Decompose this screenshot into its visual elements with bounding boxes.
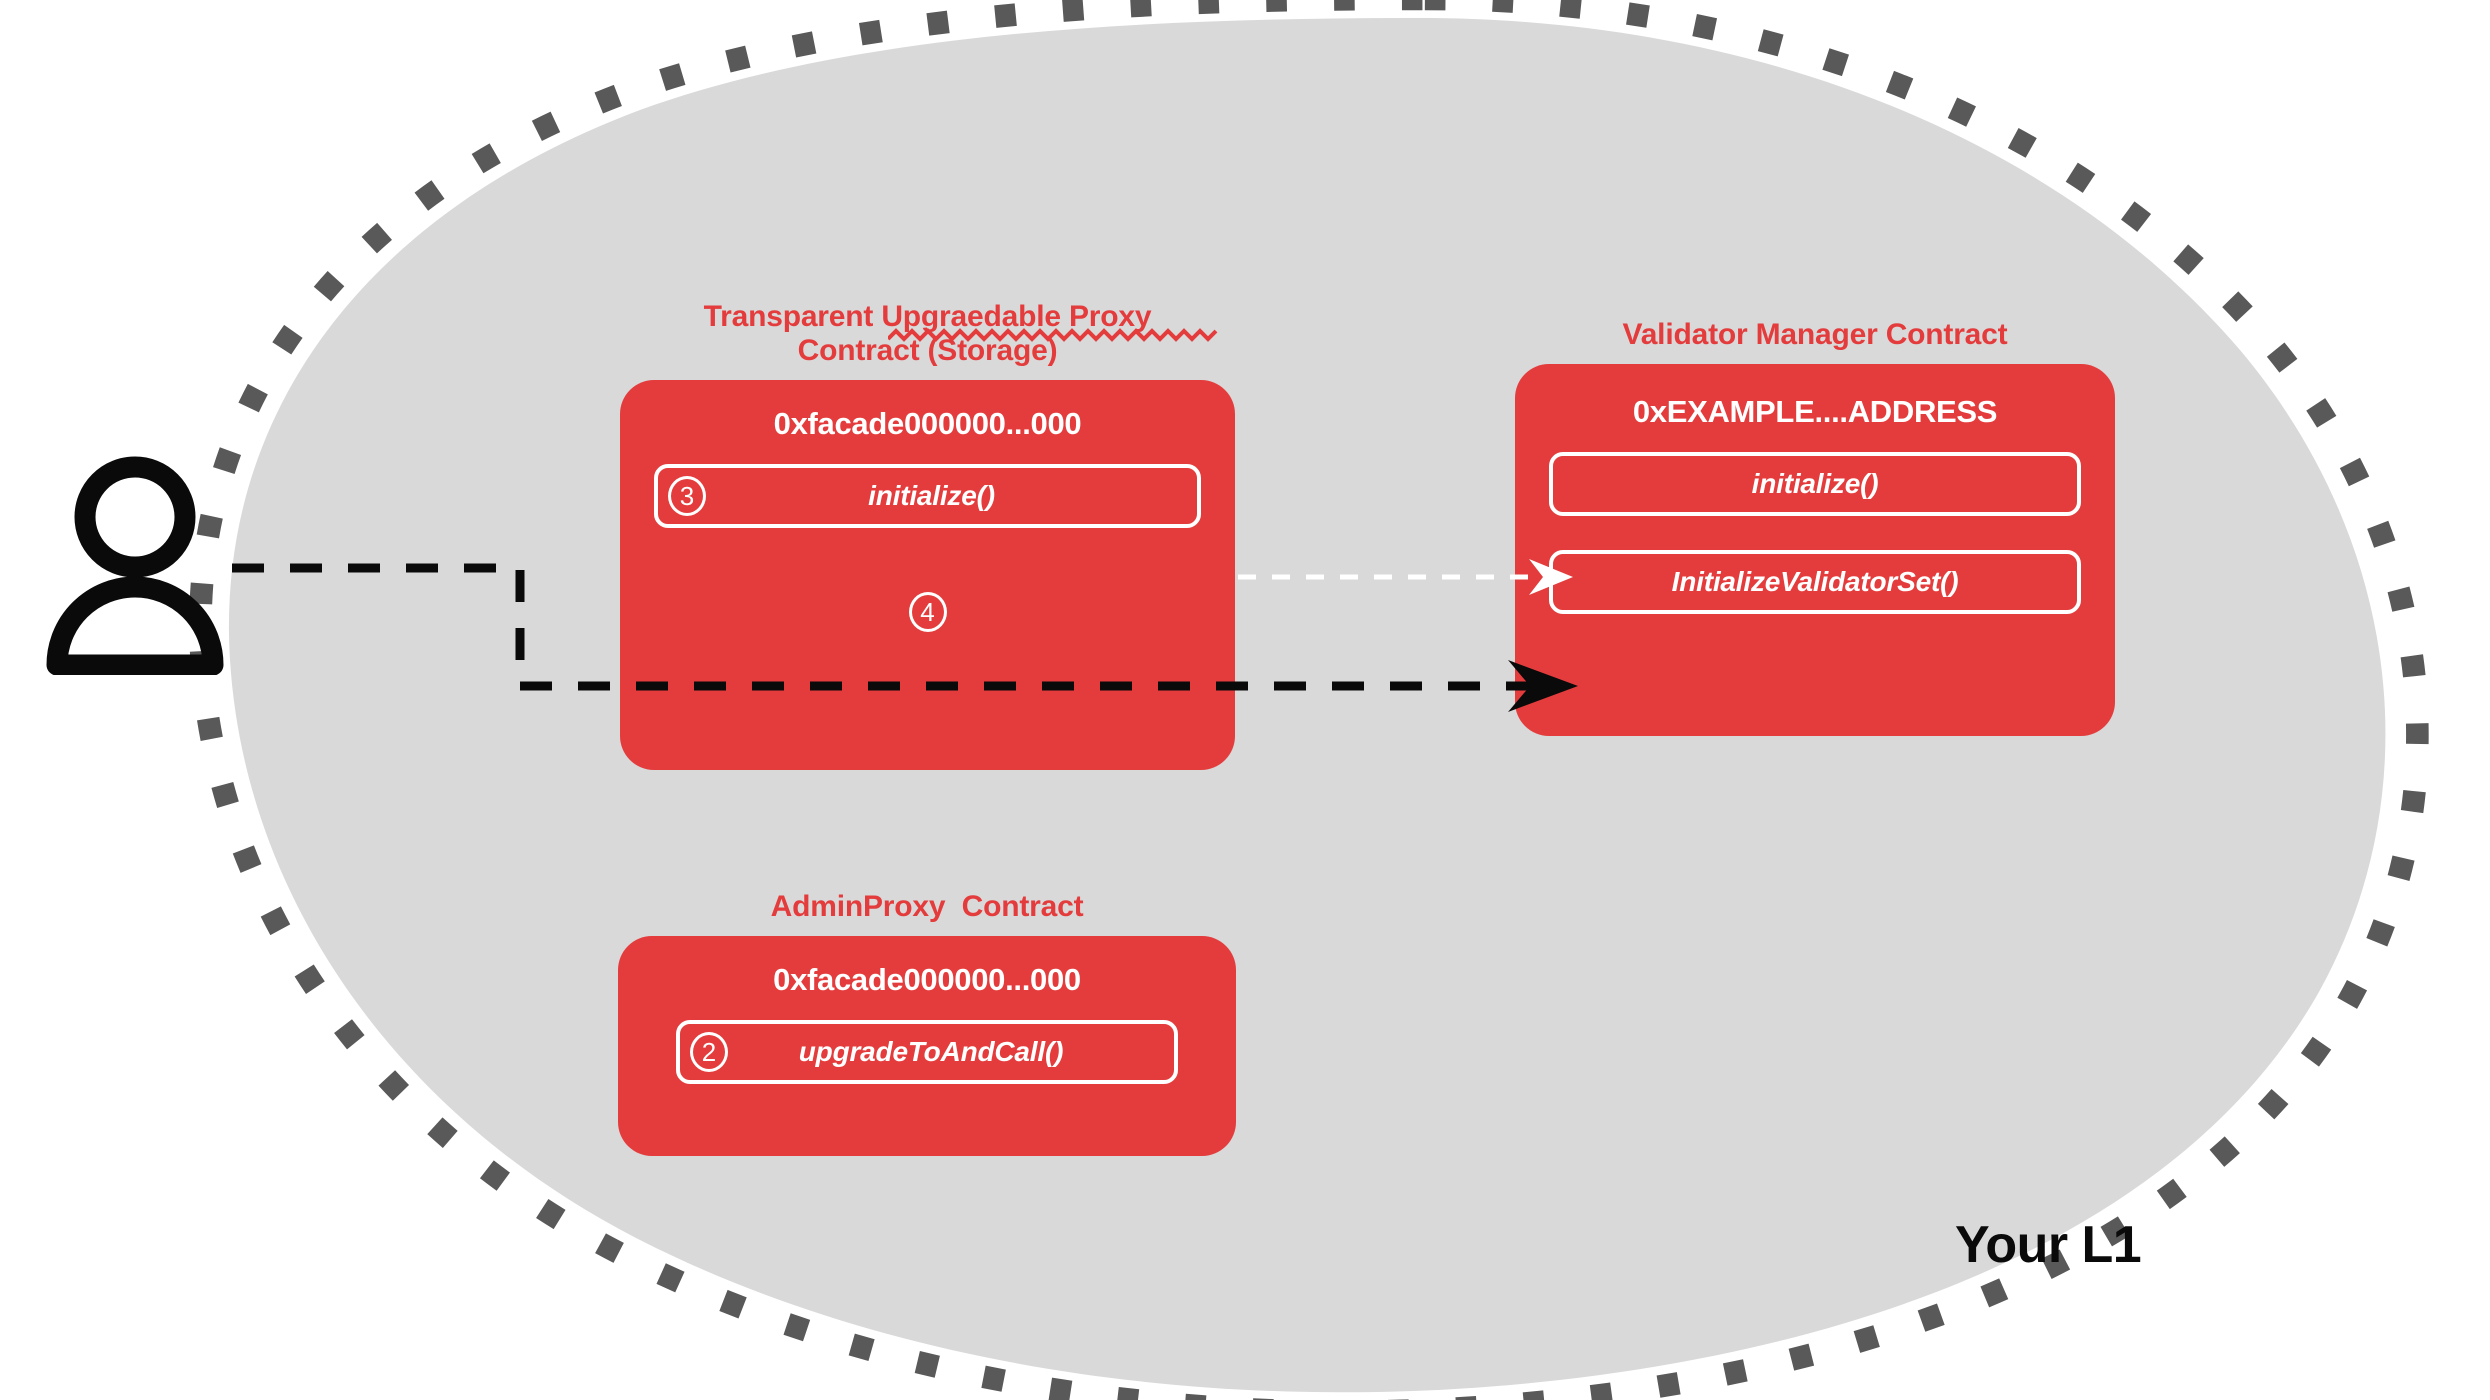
contract-address-admin-proxy: 0xfacade000000...000 — [773, 962, 1081, 998]
step-badge-3: 3 — [668, 476, 706, 517]
card-validator-manager[interactable]: 0xEXAMPLE....ADDRESS initialize() Initia… — [1515, 364, 2115, 737]
contract-title-transparent-proxy: Transparent Upgraedable Proxy Contract (… — [703, 300, 1152, 368]
card-transparent-proxy[interactable]: 0xfacade000000...000 3 initialize() 4 — [620, 380, 1235, 771]
user-actor-icon — [46, 456, 224, 675]
function-pill-upgrade-to-and-call[interactable]: 2 upgradeToAndCall() — [676, 1020, 1178, 1085]
contract-address-validator-manager: 0xEXAMPLE....ADDRESS — [1632, 394, 1998, 430]
function-label-initialize-validator-set: InitializeValidatorSet() — [1671, 566, 1959, 598]
contract-address-transparent-proxy: 0xfacade000000...000 — [773, 406, 1082, 442]
function-label-initialize-proxy: initialize() — [868, 480, 995, 512]
step-badge-4: 4 — [908, 592, 947, 633]
function-label-upgrade-to-and-call: upgradeToAndCall() — [798, 1036, 1064, 1068]
card-admin-proxy[interactable]: 0xfacade000000...000 2 upgradeToAndCall(… — [618, 936, 1236, 1157]
contract-admin-proxy: AdminProxy Contract 0xfacade000000...000… — [618, 890, 1236, 1157]
contract-validator-manager: Validator Manager Contract 0xEXAMPLE....… — [1515, 318, 2115, 737]
function-pill-initialize-proxy[interactable]: 3 initialize() — [654, 464, 1201, 529]
function-label-initialize-manager: initialize() — [1751, 468, 1879, 500]
function-pill-initialize-validator-set[interactable]: InitializeValidatorSet() — [1549, 550, 2081, 615]
function-pill-initialize-manager[interactable]: initialize() — [1549, 452, 2081, 517]
contract-title-admin-proxy: AdminProxy Contract — [770, 890, 1084, 923]
contract-transparent-proxy: Transparent Upgraedable Proxy Contract (… — [620, 300, 1235, 771]
step-badge-2: 2 — [690, 1032, 728, 1073]
region-label-your-l1: Your L1 — [1955, 1216, 2142, 1274]
contract-title-validator-manager: Validator Manager Contract — [1622, 318, 2008, 351]
